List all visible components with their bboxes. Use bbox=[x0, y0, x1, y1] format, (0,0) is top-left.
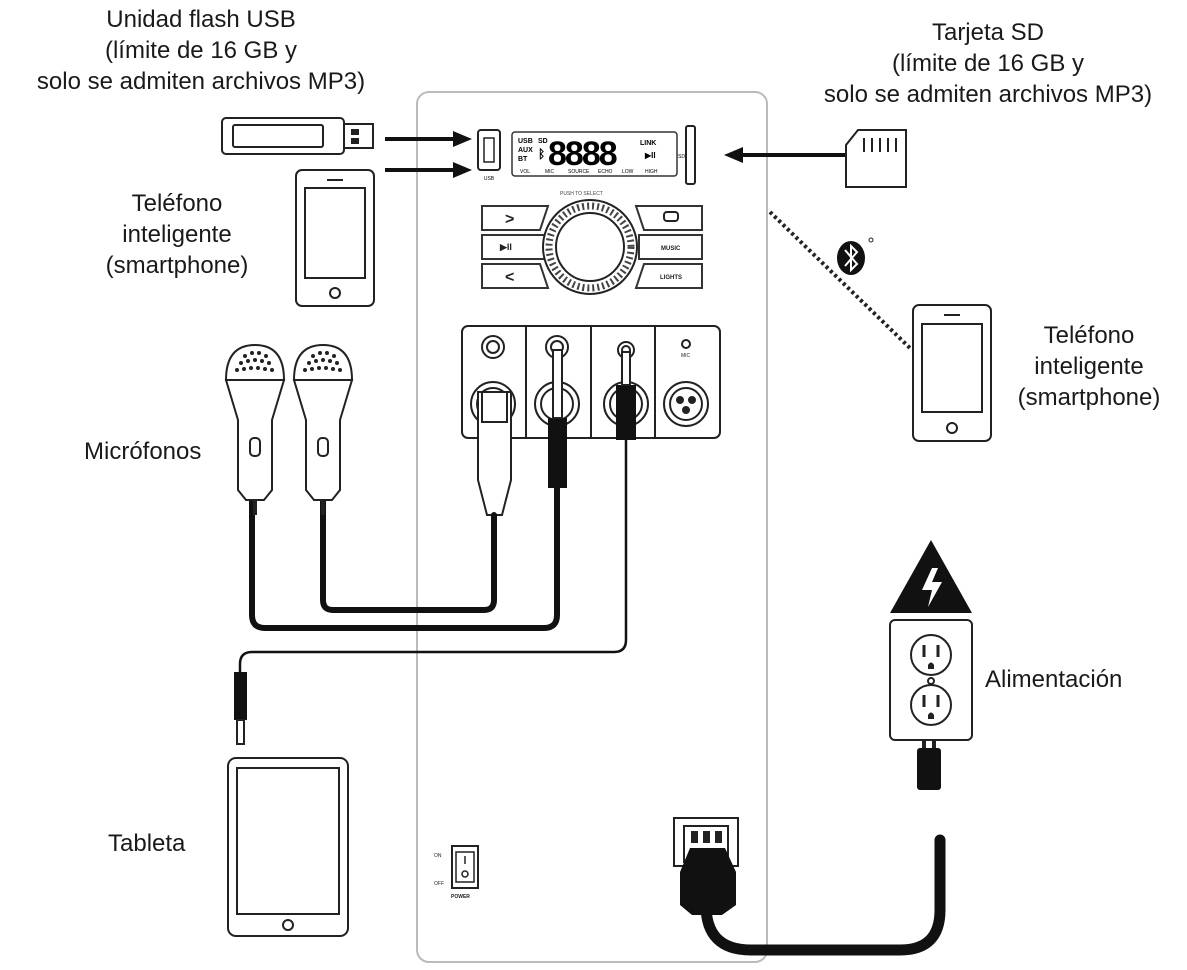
tablet-plug-tip bbox=[236, 719, 245, 745]
smartphone-left-label-line-1: Teléfono bbox=[131, 190, 223, 217]
prev-button[interactable] bbox=[481, 263, 550, 289]
music-button-label: MUSIC bbox=[661, 246, 681, 252]
smartphone-right-icon bbox=[912, 304, 992, 442]
sd-card-label-line-1: Tarjeta SD bbox=[931, 19, 1045, 46]
play-pause-icon: ▶II bbox=[499, 242, 512, 252]
smartphone-right-label-line-3: (smartphone) bbox=[1017, 384, 1161, 411]
lights-button[interactable] bbox=[634, 263, 703, 289]
wall-outlet-icon bbox=[889, 619, 973, 741]
display-bottom-labels: VOL MIC SOURCE ECHO LOW HIGH bbox=[520, 169, 658, 175]
loop-icon bbox=[663, 211, 679, 222]
quarter-inch-plug bbox=[548, 418, 567, 488]
next-icon: > bbox=[505, 211, 514, 228]
smartphone-left-icon bbox=[295, 169, 375, 307]
control-buttons bbox=[481, 205, 703, 289]
sd-card-icon bbox=[845, 129, 907, 188]
bluetooth-icon bbox=[837, 237, 874, 275]
volume-knob[interactable] bbox=[542, 199, 638, 295]
bluetooth-small-icon: ᛒ bbox=[538, 147, 545, 161]
loop-button[interactable] bbox=[634, 205, 703, 231]
quarter-inch-plug-tip bbox=[552, 349, 563, 419]
microphone-2-icon bbox=[292, 343, 354, 515]
display-digits: 8888 bbox=[548, 135, 617, 173]
display-aux: AUX bbox=[518, 147, 533, 154]
display-link: LINK bbox=[640, 140, 656, 147]
smartphone-right-label-line-1: Teléfono bbox=[1043, 322, 1135, 349]
display-bt: BT bbox=[518, 156, 528, 163]
usb-flash-label-line-3: solo se admiten archivos MP3) bbox=[36, 68, 366, 95]
usb-flash-drive-icon bbox=[221, 117, 374, 155]
lights-button-label: LIGHTS bbox=[660, 275, 682, 281]
arrows-left bbox=[385, 131, 472, 178]
bluetooth-link bbox=[768, 210, 914, 352]
power-label: Alimentación bbox=[985, 666, 1123, 693]
lcd-display bbox=[511, 131, 678, 177]
display-usb: USB bbox=[518, 138, 533, 145]
smartphone-right-label: Teléfono inteligente (smartphone) bbox=[998, 320, 1180, 413]
knob-label: PUSH TO SELECT bbox=[560, 191, 603, 197]
svg-text:SOURCE: SOURCE bbox=[568, 169, 590, 175]
display-module: USB USB AUX BT SD ᛒ 8888 LINK ▶II VOL MI… bbox=[477, 125, 696, 197]
svg-text:VOL: VOL bbox=[520, 169, 530, 175]
input-module bbox=[461, 325, 721, 439]
prev-icon: < bbox=[505, 269, 514, 286]
smartphone-left-label: Teléfono inteligente (smartphone) bbox=[82, 188, 272, 281]
xlr-plug-head bbox=[481, 391, 508, 423]
display-sd: SD bbox=[538, 138, 548, 145]
high-voltage-warning-icon bbox=[890, 540, 972, 613]
usb-flash-label-line-1: Unidad flash USB bbox=[106, 6, 296, 33]
microphones-label: Micrófonos bbox=[84, 438, 202, 465]
music-button[interactable] bbox=[638, 234, 703, 260]
input-label: MIC bbox=[681, 353, 691, 359]
svg-text:HIGH: HIGH bbox=[645, 169, 658, 175]
svg-text:MIC: MIC bbox=[545, 169, 555, 175]
next-button[interactable] bbox=[481, 205, 550, 231]
output-jack[interactable] bbox=[663, 339, 709, 427]
usb-port-label: USB bbox=[484, 176, 495, 182]
switch-on-label: ON bbox=[434, 853, 442, 859]
sd-card-label-line-3: solo se admiten archivos MP3) bbox=[823, 81, 1153, 108]
smartphone-left-label-line-3: (smartphone) bbox=[105, 252, 249, 279]
iec-power-plug bbox=[680, 848, 736, 915]
usb-flash-label-line-2: (límite de 16 GB y bbox=[104, 37, 298, 64]
arrow-right bbox=[724, 147, 845, 163]
tablet-icon bbox=[227, 757, 349, 937]
switch-label: POWER bbox=[451, 894, 470, 900]
sd-card-label: Tarjeta SD (límite de 16 GB y solo se ad… bbox=[790, 17, 1186, 110]
sd-slot[interactable] bbox=[685, 125, 696, 185]
aux-plug bbox=[616, 385, 636, 440]
power-switch[interactable] bbox=[451, 845, 479, 889]
play-pause-small-icon: ▶II bbox=[644, 151, 656, 160]
switch-off-label: OFF bbox=[434, 881, 444, 887]
play-pause-button[interactable] bbox=[481, 234, 546, 260]
aux-plug-tip bbox=[621, 351, 631, 386]
svg-text:ECHO: ECHO bbox=[598, 169, 613, 175]
sd-card-label-line-2: (límite de 16 GB y bbox=[891, 50, 1085, 77]
tablet-label: Tableta bbox=[108, 830, 186, 857]
smartphone-right-label-line-2: inteligente bbox=[1034, 353, 1144, 380]
smartphone-left-label-line-2: inteligente bbox=[122, 221, 232, 248]
microphone-1-icon bbox=[224, 343, 286, 515]
speaker-panel bbox=[416, 91, 768, 963]
tablet-plug bbox=[234, 672, 247, 720]
cables bbox=[238, 438, 946, 956]
sd-slot-label: SD bbox=[678, 154, 685, 160]
usb-flash-label: Unidad flash USB (límite de 16 GB y solo… bbox=[0, 4, 402, 97]
svg-text:LOW: LOW bbox=[622, 169, 634, 175]
